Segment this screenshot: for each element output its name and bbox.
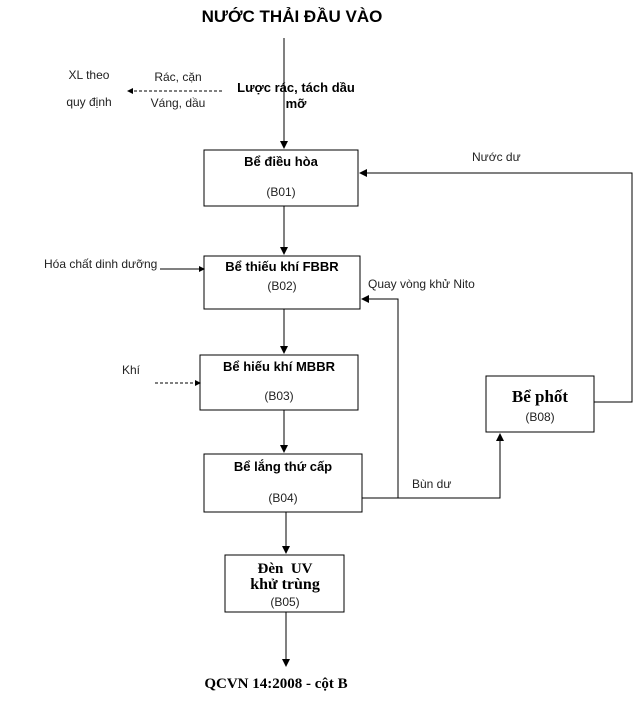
unit-b05-name-line1: Đèn UV (258, 561, 313, 577)
unit-b08-name: Bể phốt (512, 387, 569, 406)
nutrient-input-label: Hóa chất dinh dưỡng (44, 257, 157, 271)
disposal-label-line2: quy định (66, 95, 111, 109)
unit-b05-name-line2: khử trùng (250, 576, 320, 593)
effluent-standard: QCVN 14:2008 - cột B (204, 676, 347, 692)
unit-b01-name: Bể điều hòa (244, 154, 318, 169)
unit-box-b01 (203, 149, 359, 207)
screening-label-line2: mỡ (286, 96, 308, 111)
unit-b04-code: (B04) (268, 491, 297, 505)
unit-box-b08 (485, 375, 595, 433)
removed-label-line2: Váng, dầu (151, 96, 206, 110)
unit-b05-code: (B05) (270, 595, 299, 609)
air-input-label: Khí (122, 363, 141, 377)
unit-b01-code: (B01) (266, 185, 295, 199)
screening-label-line1: Lược rác, tách dầu (237, 80, 355, 95)
unit-b02-code: (B02) (267, 279, 296, 293)
disposal-label-line1: XL theo (69, 68, 110, 82)
arrow-return-water (359, 169, 633, 403)
arrow-nitrogen-recycle (361, 295, 399, 499)
unit-b04-name: Bể lắng thứ cấp (234, 459, 332, 474)
unit-b02-name: Bể thiếu khí FBBR (225, 259, 339, 274)
unit-b08-code: (B08) (525, 410, 554, 424)
excess-sludge-label: Bùn dư (412, 477, 451, 491)
influent-title: NƯỚC THẢI ĐẦU VÀO (202, 7, 383, 26)
return-water-label: Nước dư (472, 150, 521, 164)
nitrogen-recycle-label: Quay vòng khử Nito (368, 277, 475, 291)
unit-box-b02 (203, 255, 361, 310)
removed-label-line1: Rác, cặn (154, 70, 201, 84)
unit-box-b03 (199, 354, 359, 411)
arrow-excess-sludge (398, 433, 504, 499)
unit-box-b05 (224, 554, 345, 613)
unit-box-b04 (203, 453, 363, 513)
unit-b03-code: (B03) (264, 389, 293, 403)
unit-b03-name: Bể hiếu khí MBBR (223, 359, 336, 374)
